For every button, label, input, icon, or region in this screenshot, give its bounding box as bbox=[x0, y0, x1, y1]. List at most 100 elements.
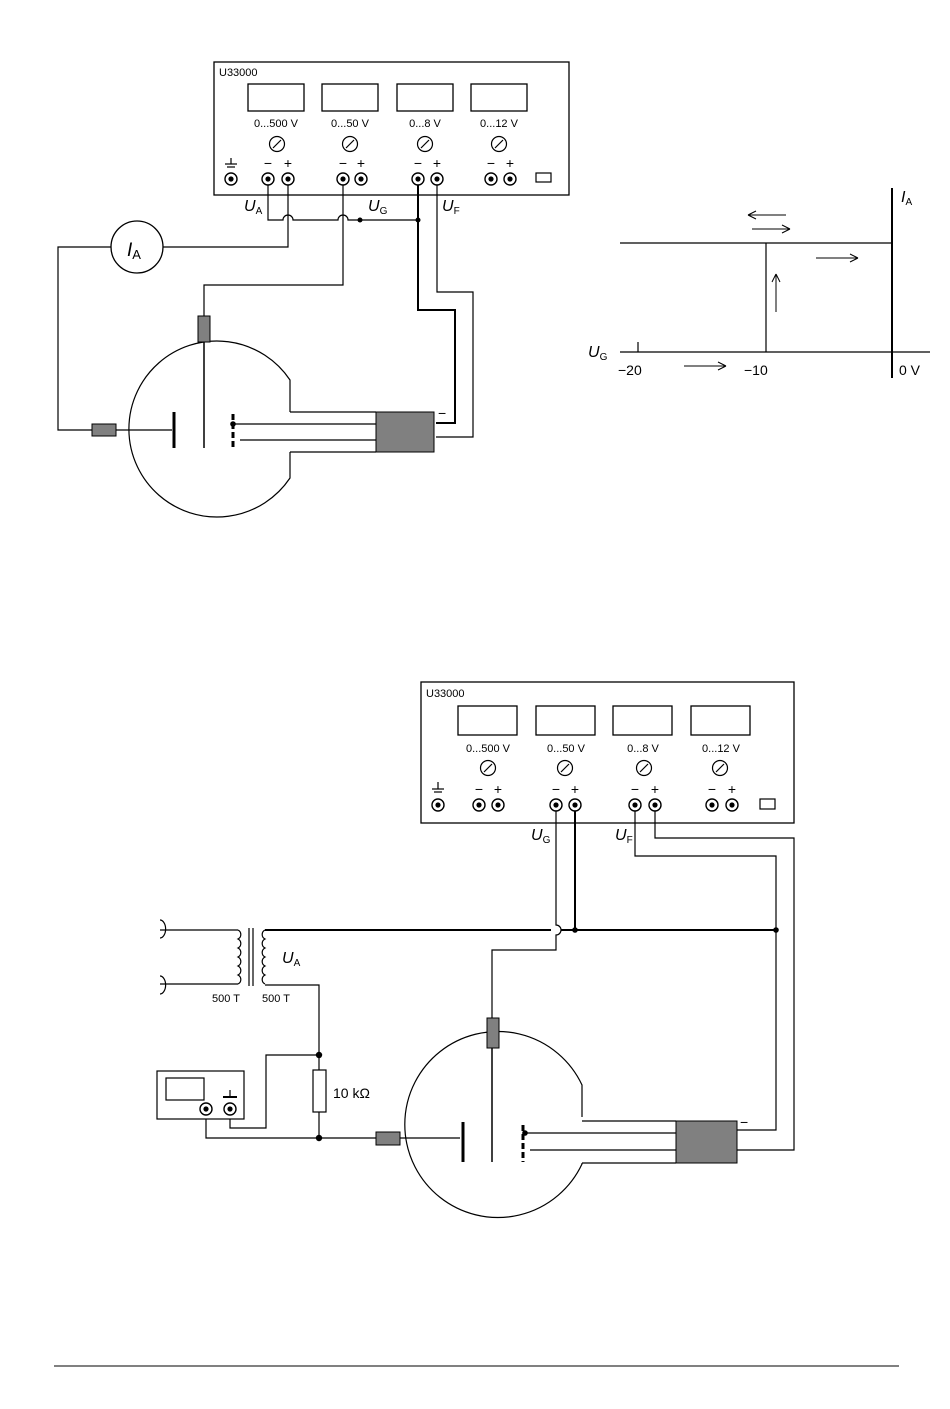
knob-12v[interactable] bbox=[492, 137, 507, 152]
knob-12v[interactable] bbox=[713, 761, 728, 776]
label-ug: UG bbox=[531, 827, 551, 846]
display-8v bbox=[397, 84, 453, 111]
terminal-12v-plus[interactable] bbox=[504, 173, 516, 185]
tick-label: 0 V bbox=[899, 362, 921, 378]
turns-label-right: 500 T bbox=[262, 993, 290, 1005]
junction-dot bbox=[358, 218, 363, 223]
plus-sign: + bbox=[728, 781, 736, 797]
range-label-50v: 0...50 V bbox=[547, 743, 586, 755]
wiring bbox=[160, 811, 794, 1150]
oscilloscope-input[interactable] bbox=[200, 1103, 212, 1115]
label-ua: UA bbox=[282, 950, 301, 969]
minus-sign: − bbox=[264, 155, 272, 171]
knob-500v[interactable] bbox=[270, 137, 285, 152]
tick-label: −10 bbox=[744, 362, 768, 378]
plus-sign: + bbox=[571, 781, 579, 797]
resistor-label: 10 kΩ bbox=[333, 1085, 370, 1101]
junction-dot bbox=[316, 1052, 322, 1058]
anode-connector bbox=[92, 424, 116, 436]
terminal-ground[interactable] bbox=[225, 173, 237, 185]
terminal-12v-minus[interactable] bbox=[706, 799, 718, 811]
junction-dot bbox=[572, 927, 578, 933]
plus-sign: + bbox=[433, 155, 441, 171]
arrow-up-icon bbox=[772, 274, 780, 312]
triode-tube: − bbox=[376, 1018, 748, 1218]
terminal-50v-plus[interactable] bbox=[569, 799, 581, 811]
terminal-12v-plus[interactable] bbox=[726, 799, 738, 811]
arrow-left-icon bbox=[748, 211, 786, 219]
supply-model-label: U33000 bbox=[219, 67, 258, 79]
range-label-500v: 0...500 V bbox=[254, 118, 299, 130]
power-supply-unit: U33000 0...500 V 0...50 V 0...8 V 0...12… bbox=[421, 682, 794, 823]
label-ug: UG bbox=[368, 198, 388, 217]
plus-sign: + bbox=[651, 781, 659, 797]
minus-sign: − bbox=[487, 155, 495, 171]
characteristic-graph: IA UG −20 −10 0 V bbox=[588, 188, 930, 378]
junction-dot bbox=[416, 218, 421, 223]
terminal-500v-plus[interactable] bbox=[492, 799, 504, 811]
terminal-8v-plus[interactable] bbox=[649, 799, 661, 811]
plus-sign: + bbox=[506, 155, 514, 171]
minus-sign: − bbox=[339, 155, 347, 171]
terminal-500v-plus[interactable] bbox=[282, 173, 294, 185]
knob-8v[interactable] bbox=[637, 761, 652, 776]
ammeter: IA bbox=[111, 221, 163, 273]
terminal-8v-minus[interactable] bbox=[629, 799, 641, 811]
power-switch[interactable] bbox=[760, 799, 775, 809]
terminal-50v-plus[interactable] bbox=[355, 173, 367, 185]
range-label-500v: 0...500 V bbox=[466, 743, 511, 755]
figure-1: U33000 0...500 V 0...50 V 0...8 V 0...12… bbox=[58, 62, 569, 517]
triode-tube: − bbox=[92, 316, 446, 517]
range-label-8v: 0...8 V bbox=[409, 118, 441, 130]
display-500v bbox=[248, 84, 304, 111]
x-axis-label: UG bbox=[588, 344, 608, 363]
terminal-12v-minus[interactable] bbox=[485, 173, 497, 185]
knob-50v[interactable] bbox=[343, 137, 358, 152]
anode-connector bbox=[376, 1132, 400, 1145]
arrow-right-icon bbox=[684, 362, 726, 370]
oscilloscope-ground[interactable] bbox=[224, 1103, 236, 1115]
display-50v bbox=[536, 706, 595, 735]
oscilloscope-screen bbox=[166, 1078, 204, 1100]
power-switch[interactable] bbox=[536, 173, 551, 182]
label-uf: UF bbox=[442, 198, 460, 217]
label-ua: UA bbox=[244, 198, 263, 217]
knob-8v[interactable] bbox=[418, 137, 433, 152]
y-axis-label: IA bbox=[901, 189, 912, 208]
plus-sign: + bbox=[494, 781, 502, 797]
terminal-ground[interactable] bbox=[432, 799, 444, 811]
range-label-8v: 0...8 V bbox=[627, 743, 659, 755]
tube-socket bbox=[676, 1121, 737, 1163]
terminal-500v-minus[interactable] bbox=[473, 799, 485, 811]
terminal-500v-minus[interactable] bbox=[262, 173, 274, 185]
terminal-8v-plus[interactable] bbox=[431, 173, 443, 185]
minus-sign: − bbox=[414, 155, 422, 171]
range-label-50v: 0...50 V bbox=[331, 118, 370, 130]
label-uf: UF bbox=[615, 827, 633, 846]
junction-dot bbox=[773, 927, 779, 933]
grid-connector bbox=[198, 316, 210, 342]
terminal-8v-minus[interactable] bbox=[412, 173, 424, 185]
arrow-right-icon bbox=[816, 254, 858, 262]
transformer bbox=[238, 928, 265, 986]
power-supply-unit: U33000 0...500 V 0...50 V 0...8 V 0...12… bbox=[214, 62, 569, 195]
range-label-12v: 0...12 V bbox=[702, 743, 741, 755]
minus-sign: − bbox=[708, 781, 716, 797]
display-12v bbox=[471, 84, 527, 111]
range-label-12v: 0...12 V bbox=[480, 118, 519, 130]
knob-500v[interactable] bbox=[481, 761, 496, 776]
junction-dot bbox=[316, 1135, 322, 1141]
terminal-50v-minus[interactable] bbox=[550, 799, 562, 811]
tick-label: −20 bbox=[618, 362, 642, 378]
terminal-50v-minus[interactable] bbox=[337, 173, 349, 185]
display-500v bbox=[458, 706, 517, 735]
display-50v bbox=[322, 84, 378, 111]
minus-sign: − bbox=[552, 781, 560, 797]
display-8v bbox=[613, 706, 672, 735]
supply-model-label: U33000 bbox=[426, 688, 465, 700]
grid-connector bbox=[487, 1018, 499, 1048]
figure-2: U33000 0...500 V 0...50 V 0...8 V 0...12… bbox=[157, 682, 794, 1218]
knob-50v[interactable] bbox=[558, 761, 573, 776]
plus-sign: + bbox=[357, 155, 365, 171]
